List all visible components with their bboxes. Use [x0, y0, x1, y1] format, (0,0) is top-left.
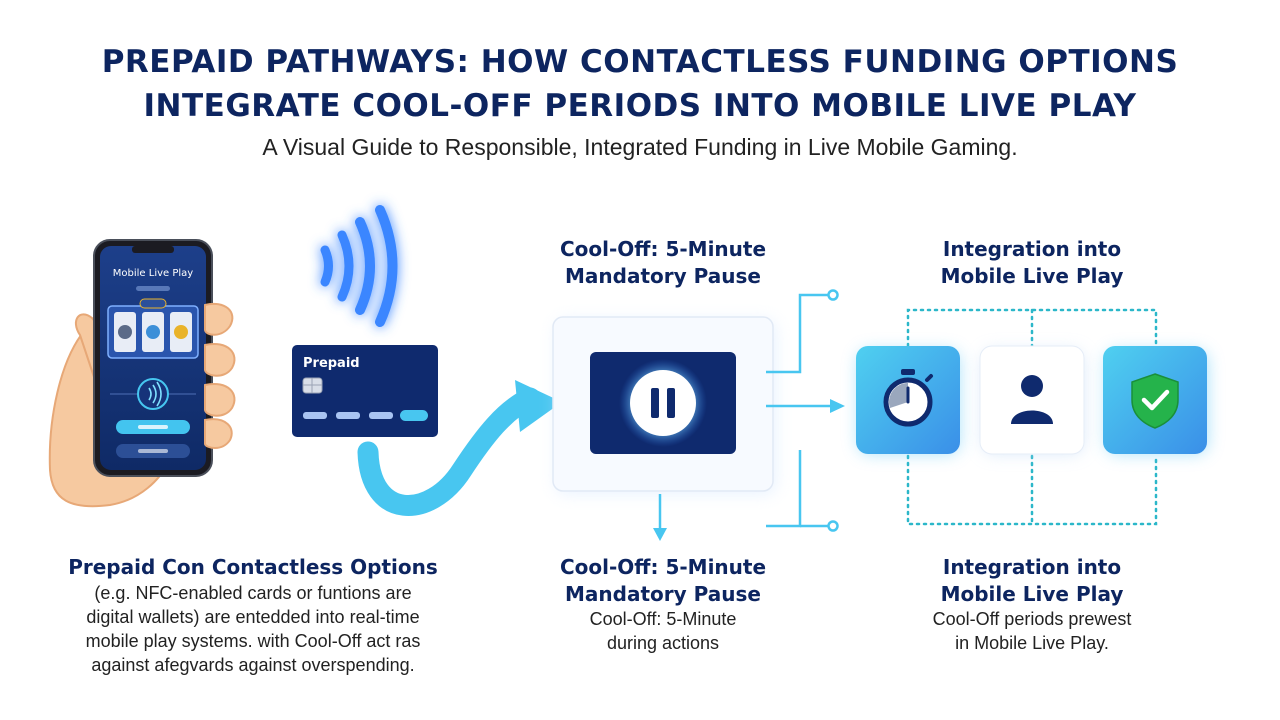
- cool-off-heading-bottom-line-2: Mandatory Pause: [565, 582, 761, 606]
- prepaid-description-line-4: against afegvards against overspending.: [91, 655, 415, 675]
- integration-heading-bottom-line-1: Integration into: [942, 555, 1122, 579]
- connector-node-top: [827, 289, 839, 301]
- connector-arrowhead: [830, 399, 845, 413]
- phone-primary-button-label: [138, 425, 168, 429]
- phone-small-pill: [136, 286, 170, 291]
- finger-1: [204, 302, 234, 336]
- tile-timer[interactable]: [856, 346, 960, 454]
- integration-connectors: [766, 293, 833, 528]
- integration-heading-top-line-1: Integration into: [942, 237, 1122, 261]
- phone-notch: [132, 246, 174, 253]
- cool-off-heading-top: Cool-Off: 5-Minute Mandatory Pause: [538, 236, 788, 290]
- slot-symbol-3: [174, 325, 188, 339]
- pause-button[interactable]: [630, 370, 696, 436]
- integration-heading-bottom: Integration into Mobile Live Play: [908, 554, 1156, 608]
- cool-off-description-line-2: during actions: [606, 633, 720, 653]
- tile-user[interactable]: [979, 345, 1085, 455]
- prepaid-heading: Prepaid Con Contactless Options: [68, 555, 438, 579]
- slot-symbol-2: [146, 325, 160, 339]
- finger-2: [204, 342, 236, 377]
- integration-description: Cool-Off periods prewest in Mobile Live …: [898, 607, 1166, 655]
- contactless-waves-icon: [320, 205, 398, 327]
- page-title: PREPAID PATHWAYS: HOW CONTACTLESS FUNDIN…: [0, 40, 1280, 128]
- shield-check-icon: [1131, 373, 1179, 429]
- integration-description-line-1: Cool-Off periods prewest: [932, 609, 1132, 629]
- title-line-2: INTEGRATE COOL-OFF PERIODS INTO MOBILE L…: [143, 88, 1137, 124]
- finger-3: [204, 382, 236, 417]
- finger-4: [204, 418, 233, 449]
- integration-heading-top-line-2: Mobile Live Play: [940, 264, 1124, 288]
- pause-icon-bar-right: [667, 388, 675, 418]
- card-digits-4: [400, 410, 428, 421]
- cool-off-heading-top-line-1: Cool-Off: 5-Minute: [559, 237, 767, 261]
- prepaid-description-line-1: (e.g. NFC-enabled cards or funtions are: [94, 583, 412, 603]
- stopwatch-icon: [883, 369, 933, 427]
- cool-off-down-arrow: [653, 494, 667, 541]
- integration-dotted-frame: [906, 308, 1158, 526]
- cool-off-heading-bottom: Cool-Off: 5-Minute Mandatory Pause: [538, 554, 788, 608]
- phone: Mobile Live Play: [93, 239, 213, 477]
- tile-shield[interactable]: [1103, 346, 1208, 454]
- phone-nfc-button[interactable]: [137, 378, 169, 410]
- prepaid-description-line-2: digital wallets) are entedded into real-…: [86, 607, 420, 627]
- cool-off-description: Cool-Off: 5-Minute during actions: [538, 607, 788, 655]
- phone-screen-title: Mobile Live Play: [113, 268, 194, 279]
- cool-off-heading-bottom-line-1: Cool-Off: 5-Minute: [559, 555, 767, 579]
- card-digits-1: [303, 412, 327, 419]
- card-digits-2: [336, 412, 360, 419]
- hand-fingers: [204, 302, 236, 449]
- phone-secondary-button-label: [138, 449, 168, 453]
- page-subtitle: A Visual Guide to Responsible, Integrate…: [262, 134, 1018, 160]
- user-icon: [1011, 375, 1053, 424]
- cool-off-panel: [552, 316, 776, 494]
- coin-badge: [139, 298, 167, 309]
- integration-heading-bottom-line-2: Mobile Live Play: [940, 582, 1124, 606]
- cool-off-description-line-1: Cool-Off: 5-Minute: [589, 609, 737, 629]
- cool-off-heading-top-line-2: Mandatory Pause: [565, 264, 761, 288]
- slot-symbol-1: [118, 325, 132, 339]
- card-label: Prepaid: [303, 356, 360, 371]
- integration-heading-top: Integration into Mobile Live Play: [908, 236, 1156, 290]
- prepaid-description: (e.g. NFC-enabled cards or funtions are …: [30, 581, 476, 677]
- card-digits-3: [369, 412, 393, 419]
- pause-icon-bar-left: [651, 388, 659, 418]
- funding-flow-arrow: [357, 380, 562, 516]
- phone-nfc-icon: [148, 381, 162, 407]
- integration-description-line-2: in Mobile Live Play.: [955, 633, 1109, 653]
- prepaid-description-line-3: mobile play systems. with Cool-Off act r…: [85, 631, 421, 651]
- title-line-1: PREPAID PATHWAYS: HOW CONTACTLESS FUNDIN…: [101, 44, 1179, 80]
- prepaid-card: Prepaid: [292, 345, 438, 437]
- connector-node-bottom: [827, 520, 839, 532]
